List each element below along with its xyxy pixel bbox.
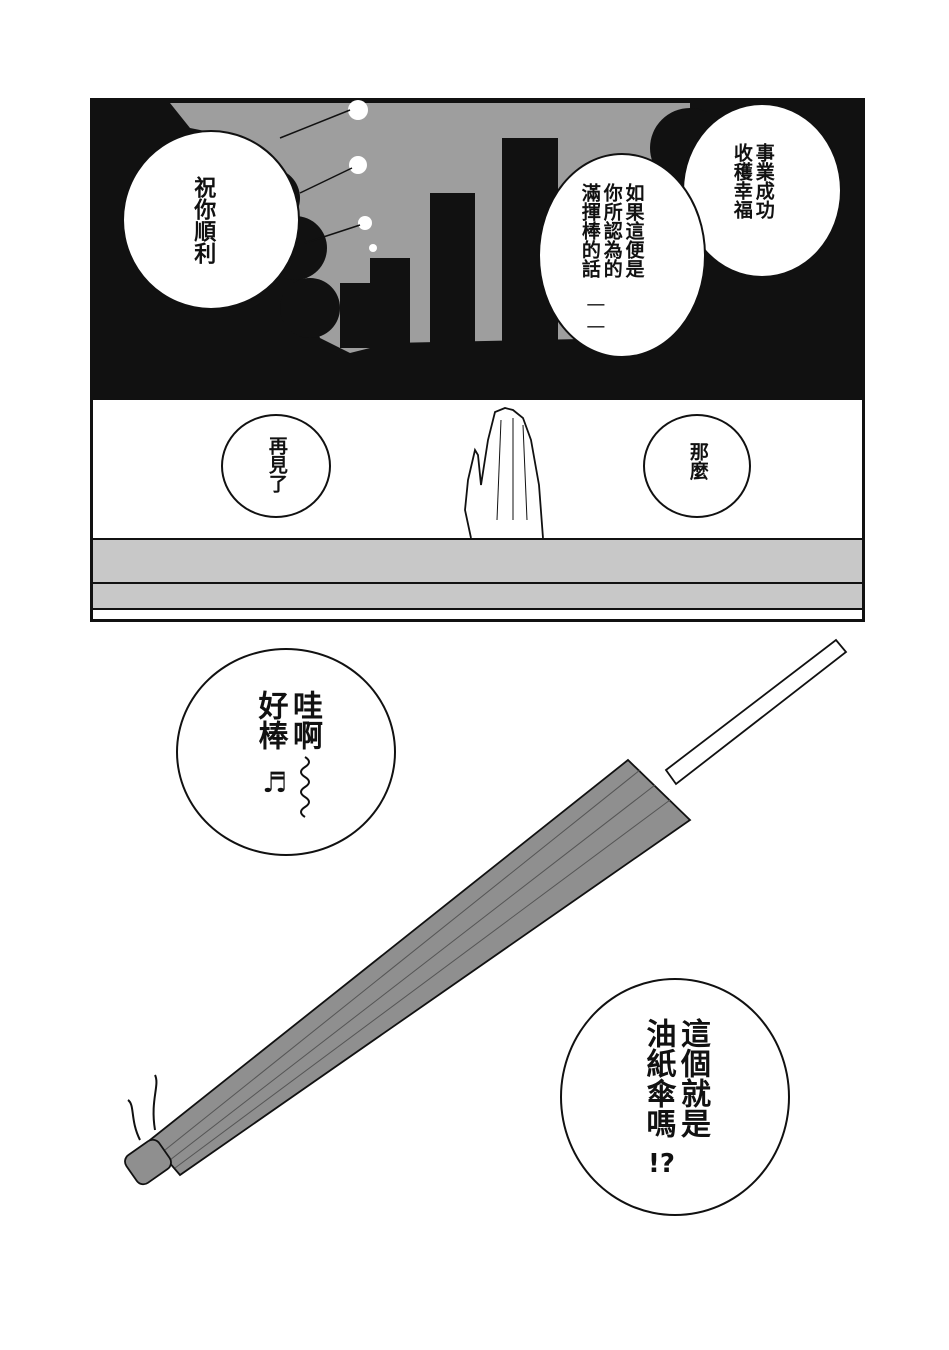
speech-bubble-well-then bbox=[643, 414, 751, 518]
building bbox=[370, 258, 410, 348]
text-good-luck: 祝你順利 bbox=[190, 176, 216, 264]
panel-wave: 再見了 那麼 bbox=[90, 400, 865, 622]
hand-art bbox=[464, 407, 544, 539]
music-note-icon: ♬ bbox=[258, 766, 292, 799]
panel-cityscape: 祝你順利 事業成功 收穫幸福 如果這便是 你所認為的 滿揮棒的話 —— bbox=[90, 98, 865, 400]
text-wow: 哇啊 好棒 bbox=[252, 690, 323, 750]
oil-paper-umbrella bbox=[124, 638, 848, 1186]
wavy-line-icon bbox=[300, 756, 310, 818]
building bbox=[340, 283, 374, 348]
text-well-then: 那麼 bbox=[686, 442, 709, 480]
text-dash: —— bbox=[584, 293, 607, 337]
speech-bubble-is-this bbox=[560, 978, 790, 1216]
lantern bbox=[369, 244, 377, 252]
lantern bbox=[349, 156, 367, 174]
text-question-mark: !? bbox=[648, 1149, 675, 1179]
speech-bubble-if-this bbox=[538, 153, 706, 358]
speech-bubble-good-luck bbox=[122, 130, 300, 310]
lantern bbox=[358, 216, 372, 230]
speech-bubble-wow bbox=[176, 648, 396, 856]
lantern bbox=[348, 100, 368, 120]
gray-band bbox=[93, 538, 862, 584]
gray-band bbox=[93, 584, 862, 610]
text-goodbye: 再見了 bbox=[265, 436, 288, 493]
text-if-this: 如果這便是 你所認為的 滿揮棒的話 bbox=[578, 183, 645, 278]
speech-bubble-goodbye bbox=[221, 414, 331, 518]
text-is-this: 這個就是 油紙傘嗎 bbox=[640, 1018, 711, 1138]
text-success: 事業成功 收穫幸福 bbox=[730, 143, 775, 219]
building bbox=[430, 193, 475, 348]
umbrella-tip bbox=[124, 1138, 172, 1186]
